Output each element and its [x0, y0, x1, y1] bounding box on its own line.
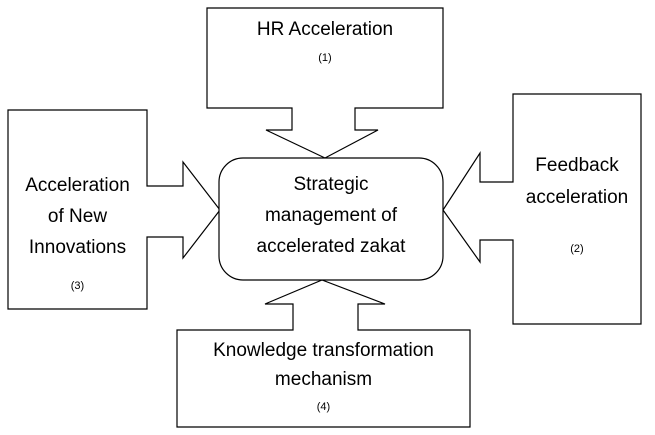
- right-callout-shape: [442, 93, 642, 325]
- center-box-shape: [218, 157, 444, 281]
- top-box-number: (1): [318, 52, 332, 64]
- left-callout-shape: [7, 109, 221, 310]
- bottom-box-title-line2: mechanism: [274, 369, 373, 390]
- center-label-line3: accelerated zakat: [256, 236, 406, 257]
- right-box-number: (2): [570, 243, 584, 255]
- left-box-number: (3): [70, 280, 85, 292]
- left-box-title-line2: of New: [47, 206, 108, 227]
- left-box-title-line1: Acceleration: [25, 175, 130, 196]
- left-box-title-line3: Innovations: [28, 237, 127, 258]
- center-label-line1: Strategic: [293, 174, 369, 195]
- right-box-title-line1: Feedback: [535, 155, 619, 176]
- bottom-box-number: (4): [316, 401, 331, 413]
- top-callout-shape: [206, 7, 444, 159]
- right-box-title-line2: acceleration: [525, 187, 629, 208]
- bottom-box-title-line1: Knowledge transformation: [213, 340, 434, 361]
- center-label-line2: management of: [264, 205, 398, 226]
- bottom-callout-shape: [176, 279, 471, 428]
- top-box-title: HR Acceleration: [256, 19, 394, 40]
